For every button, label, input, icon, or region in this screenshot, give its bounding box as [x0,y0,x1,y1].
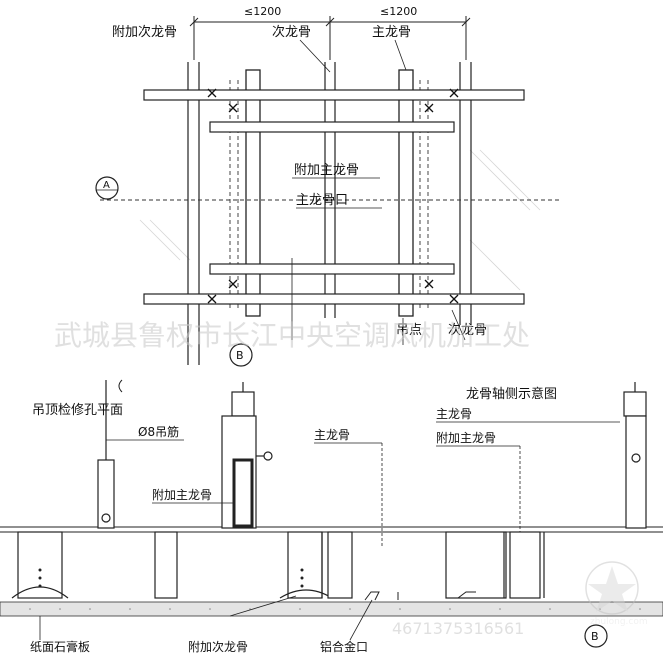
leader-main [394,39,407,71]
label-iso-additional-main: 附加主龙骨 [436,431,496,445]
axis-a-label: A [103,180,110,191]
axis-bubble-b [229,343,253,367]
axis-bubble-a [95,176,119,200]
gypsum-board-strip [0,601,663,617]
title-keel-isometric: 龙骨轴侧示意图 [466,386,557,402]
label-main-keel-opening: 主龙骨口 [296,193,348,208]
label-paper-gypsum-board: 纸面石膏板 [30,639,90,654]
right-aluminum-trim [457,591,476,599]
label-iso-main-keel: 主龙骨 [436,407,472,421]
left-hanger-assembly [11,380,115,599]
plan-horizontal-members [143,89,525,305]
section-views: 吊顶检修孔平面 Ø8吊筋 纸面石膏板 [0,379,663,654]
label-main-keel: 主龙骨 [372,25,411,40]
left-bolt-dots [38,568,42,588]
label-hanger-rod: Ø8吊筋 [138,424,179,439]
dimension-label-right: ≤1200 [380,5,417,18]
plan-view: ≤1200 ≤1200 附加次龙骨 次龙骨 主龙骨 [88,0,560,370]
watermark-phone: 4671375316561 [392,619,524,638]
watermark-seal: zhulong.com [585,561,648,627]
leader-aluminum-opening [349,599,373,641]
label-additional-secondary-keel: 附加次龙骨 [112,24,177,40]
gypsum-board-dots [29,608,641,610]
axis-b-label: B [236,349,244,362]
label-aluminum-opening: 铝合金口 [320,639,368,654]
label-secondary-keel-right: 次龙骨 [448,322,487,338]
leader-secondary-right [451,309,466,341]
aluminum-profile [364,591,399,601]
dimension-label-left: ≤1200 [244,5,281,18]
right-hanger-assembly [445,382,647,599]
label-secondary-keel: 次龙骨 [272,24,311,40]
label-main-keel-mid: 主龙骨 [314,428,350,442]
plan-background [88,0,544,370]
plan-dimension-line [189,16,471,60]
label-hanger-point: 吊点 [396,323,422,338]
middle-hanger-assembly [154,382,353,599]
axis-bubble-b-section [584,624,608,648]
label-additional-secondary-keel-bottom: 附加次龙骨 [188,640,248,654]
plan-vertical-members [187,62,472,365]
middle-bolt-dots [300,568,304,588]
watermark-seal-text: zhulong.com [590,617,648,627]
label-additional-main-keel: 附加主龙骨 [294,163,359,178]
left-break-mark [118,379,123,393]
title-ceiling-access-plan: 吊顶检修孔平面 [32,403,123,418]
leader-additional-secondary-bottom [229,595,297,617]
axis-b-section-label: B [591,630,599,643]
plan-hanger-x-marks [207,88,459,304]
label-additional-main-keel-mid: 附加主龙骨 [152,488,212,502]
watermark-company: 武城县鲁权市长江中央空调风机加工处 [54,319,530,352]
